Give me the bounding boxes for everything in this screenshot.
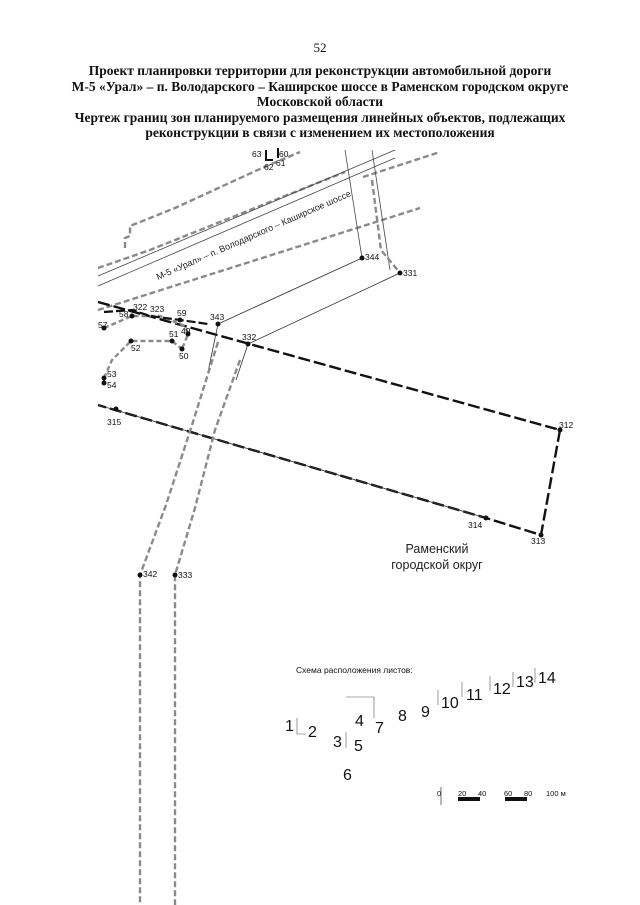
- top-objects: [265, 148, 279, 161]
- point-marker-58: [129, 313, 135, 319]
- point-label: 343: [210, 312, 224, 322]
- sheet-number: 4: [355, 713, 364, 730]
- point-marker-312: [557, 427, 563, 433]
- point-marker-54: [101, 380, 107, 386]
- point-label: 60: [279, 149, 289, 159]
- point-label: 323: [150, 304, 164, 314]
- header-line-5: реконструкции в связи с изменением их ме…: [145, 125, 495, 140]
- point-label: 61: [276, 158, 286, 168]
- point-label: 333: [178, 570, 192, 580]
- sheet-number: 3: [333, 734, 342, 751]
- sheet-layout-scheme: Схема расположения листов: 1 2 3 4 5 6 7…: [285, 665, 556, 784]
- header-line-2: М-5 «Урал» – п. Володарского – Каширское…: [71, 78, 569, 94]
- sheet-number: 11: [466, 687, 483, 704]
- road-thin-lines: [97, 149, 396, 287]
- point-label: 59: [177, 308, 187, 318]
- point-label: 312: [559, 420, 573, 430]
- left-object-black: [103, 308, 209, 326]
- point-labels: 63 60 62 61 344 331 322 323 58 59 57 343…: [98, 149, 573, 580]
- point-label: 49: [181, 326, 191, 336]
- header-line-1: Проект планировки территории для реконст…: [88, 63, 552, 78]
- point-marker-51: [169, 338, 175, 344]
- sheet-number: 9: [421, 704, 430, 721]
- point-label: 57: [98, 320, 108, 330]
- point-label: 53: [107, 369, 117, 379]
- scale-label: 60: [504, 789, 512, 798]
- point-label: 315: [107, 417, 121, 427]
- point-label: 52: [131, 343, 141, 353]
- point-label: 344: [365, 252, 379, 262]
- point-marker-53: [101, 375, 107, 381]
- point-label: 51: [169, 329, 179, 339]
- point-marker-333: [172, 572, 178, 578]
- point-marker-344: [359, 255, 365, 261]
- sheet-number: 1: [285, 718, 294, 735]
- scale-bar: 0 20 40 60 80 100 м: [437, 787, 566, 805]
- point-markers: [101, 255, 563, 578]
- point-marker-57: [101, 325, 107, 331]
- point-marker-313: [538, 532, 544, 538]
- sheet-number: 14: [538, 670, 556, 687]
- point-marker-315: [113, 406, 119, 412]
- sheet-number: 10: [441, 695, 459, 712]
- point-marker-52: [128, 338, 134, 344]
- point-marker-50: [179, 346, 185, 352]
- scale-label: 0: [437, 789, 441, 798]
- point-label: 342: [143, 569, 157, 579]
- point-label: 331: [403, 268, 417, 278]
- vertical-corridor: [138, 341, 242, 905]
- scale-label: 20: [458, 789, 466, 798]
- point-label: 332: [242, 332, 256, 342]
- point-label: 62: [264, 162, 274, 172]
- point-marker-342: [137, 572, 143, 578]
- point-marker-332: [245, 341, 251, 347]
- drawing-header: Проект планировки территории для реконст…: [60, 63, 580, 141]
- sheet-number: 6: [343, 767, 352, 784]
- scale-label: 80: [524, 789, 532, 798]
- point-label: 54: [107, 380, 117, 390]
- thin-boundary-lines: [97, 257, 487, 519]
- left-object: [102, 314, 190, 383]
- point-marker-59: [177, 317, 183, 323]
- header-line-4: Чертеж границ зон планируемого размещени…: [74, 109, 566, 125]
- point-label: 322: [133, 302, 147, 312]
- point-label: 50: [179, 351, 189, 361]
- sheet-number: 13: [516, 674, 534, 691]
- sheet-number: 7: [375, 720, 384, 737]
- scheme-title: Схема расположения листов:: [296, 665, 413, 675]
- page-number: 52: [313, 40, 327, 55]
- sheet-number: 8: [398, 708, 407, 725]
- point-marker-343: [215, 321, 221, 327]
- point-marker-331: [397, 270, 403, 276]
- right-dashed-boundary: [370, 179, 401, 274]
- point-marker-49: [185, 331, 191, 337]
- sheet-number: 2: [308, 724, 317, 741]
- scale-label: 100 м: [546, 789, 566, 798]
- point-marker-314: [483, 515, 489, 521]
- sheet-number: 5: [354, 738, 363, 755]
- point-label: 63: [252, 149, 262, 159]
- header-line-3: Московской области: [256, 94, 384, 109]
- sheet-number: 12: [493, 681, 511, 698]
- area-label-line-2: городской округ: [391, 558, 483, 572]
- point-label: 314: [468, 520, 482, 530]
- zone-boundary: [97, 300, 562, 537]
- area-label-line-1: Раменский: [405, 542, 468, 556]
- point-label: 313: [531, 536, 545, 546]
- point-label: 58: [119, 309, 129, 319]
- scale-label: 40: [478, 789, 486, 798]
